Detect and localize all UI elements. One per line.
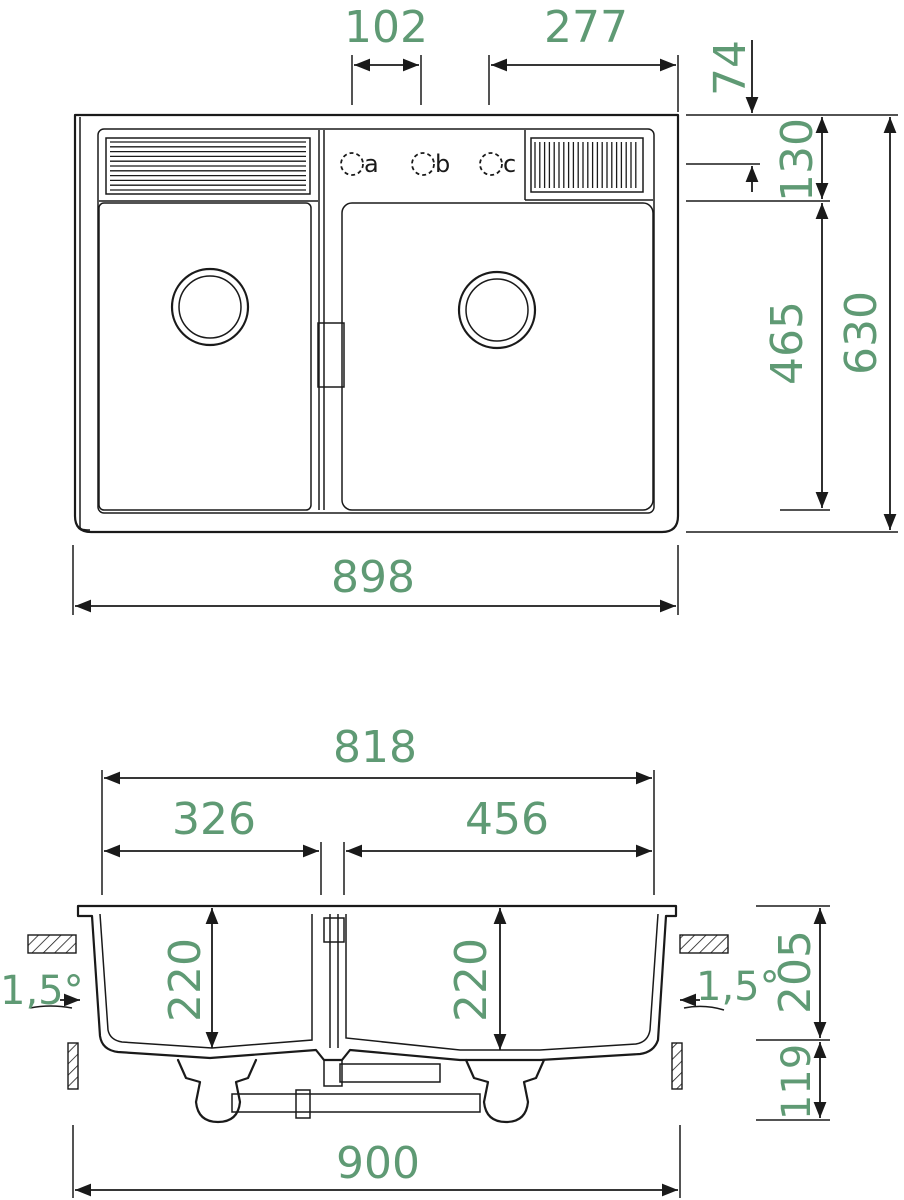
- dim-right-bowl-width: 456: [343, 794, 652, 895]
- dim-label-630: 630: [836, 291, 887, 375]
- dim-label-465: 465: [762, 301, 813, 385]
- drainer-grooves-right: [530, 137, 644, 193]
- right-bowl-inner-wall: [345, 913, 659, 1051]
- overflow-slot: [317, 322, 345, 388]
- dim-bowl-height: 205: [756, 905, 830, 1041]
- tap-hole-label-a: a: [364, 150, 379, 178]
- worktop-cutout-left: [67, 1042, 79, 1090]
- dim-label-220-left: 220: [160, 938, 211, 1022]
- left-drain: [170, 267, 250, 347]
- dim-overall-depth: 630: [686, 114, 898, 533]
- dim-left-bowl-width: 326: [104, 794, 322, 895]
- worktop-right: [679, 934, 729, 954]
- dim-bowl-depth: 465: [762, 203, 830, 511]
- right-bowl: [341, 202, 654, 511]
- dim-label-898: 898: [331, 552, 415, 603]
- left-waste: [176, 1058, 258, 1124]
- dim-label-277: 277: [544, 2, 628, 53]
- dim-overall-width-side: 900: [72, 1125, 681, 1198]
- right-waste: [464, 1058, 546, 1124]
- dim-tap-to-edge: 277: [488, 2, 679, 112]
- dim-waste-height: 119: [756, 1042, 830, 1121]
- dim-label-102: 102: [344, 2, 428, 53]
- tap-holes: a b c: [340, 150, 516, 178]
- dim-tap-hole-offset: 74: [686, 40, 760, 192]
- dim-back-ledge: 130: [686, 114, 830, 202]
- tap-hole-b: [411, 152, 435, 176]
- dim-label-456: 456: [465, 794, 549, 845]
- dim-label-74: 74: [705, 40, 756, 96]
- dim-label-818: 818: [333, 722, 417, 773]
- sink-section-outline: [76, 904, 678, 1062]
- top-view: a b c 102: [72, 2, 898, 615]
- tap-hole-c: [479, 152, 503, 176]
- tap-hole-a: [340, 152, 364, 176]
- dim-label-220-right: 220: [446, 938, 497, 1022]
- overflow-fitting: [323, 917, 345, 943]
- tap-hole-label-b: b: [435, 150, 450, 178]
- dim-tap-spacing: 102: [344, 2, 428, 105]
- sink-inner-rim: [97, 128, 655, 514]
- angle-right-label: 1,5°: [696, 964, 780, 1010]
- dim-bowls-total-width: 818: [101, 722, 655, 895]
- dim-label-119: 119: [774, 1044, 820, 1120]
- left-bowl-inner-wall: [99, 913, 313, 1049]
- dim-left-bowl-depth: 220: [160, 908, 219, 1048]
- dim-label-205: 205: [770, 930, 821, 1014]
- dim-right-bowl-depth: 220: [446, 908, 507, 1050]
- worktop-cutout-right: [671, 1042, 683, 1090]
- left-bowl: [98, 202, 312, 511]
- worktop-left: [27, 934, 77, 954]
- dim-label-130: 130: [772, 118, 823, 202]
- tap-hole-label-c: c: [503, 150, 516, 178]
- dim-label-900: 900: [336, 1138, 420, 1189]
- overflow-pipe: [231, 1059, 481, 1119]
- sink-outline-top: [73, 113, 680, 534]
- dim-overall-width-top: 898: [72, 545, 679, 615]
- right-drain: [457, 270, 537, 350]
- side-view: 1,5° 1,5° 818 326 456 220: [0, 722, 830, 1198]
- drainer-grooves-left: [105, 137, 311, 195]
- angle-left-label: 1,5°: [0, 968, 84, 1014]
- dim-label-326: 326: [172, 794, 256, 845]
